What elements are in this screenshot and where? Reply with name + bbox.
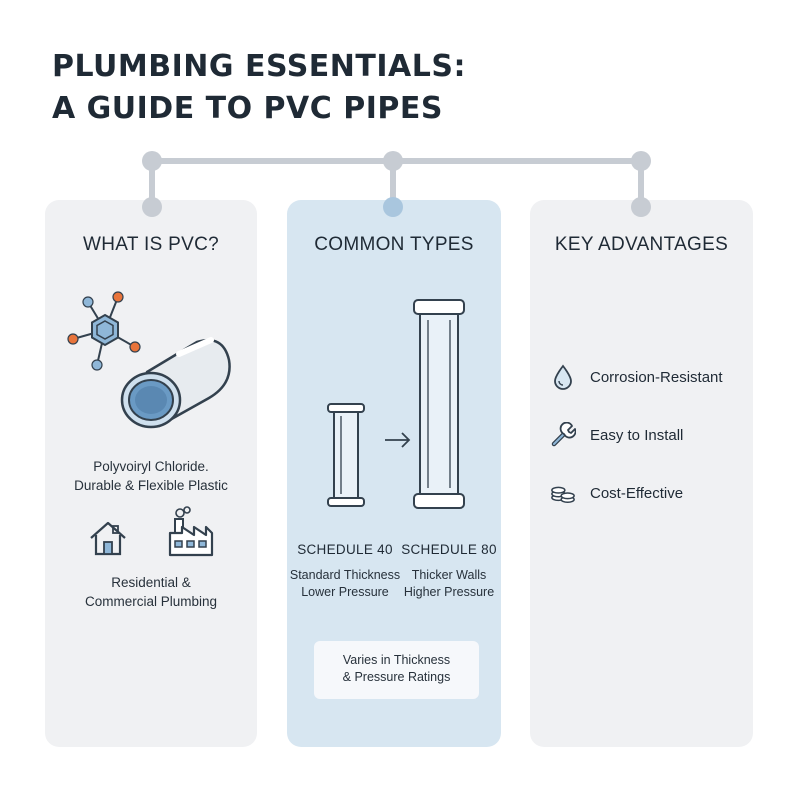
water-drop-icon: [554, 364, 572, 390]
connector-node-right-end: [631, 197, 651, 217]
pvc-description: Polyvoiryl Chloride. Durable & Flexible …: [45, 457, 257, 495]
schedule-80-desc-line-1: Thicker Walls: [411, 568, 487, 582]
advantage-label: Cost-Effective: [590, 484, 684, 502]
wrench-icon: [551, 422, 576, 447]
connector-node-left-top: [142, 151, 162, 171]
large-pipe-icon: [413, 299, 465, 509]
house-icon: [90, 521, 126, 556]
advantage-item-install: Easy to Install: [550, 422, 683, 448]
panel-common-types: COMMON TYPES SCHEDULE 40 Standard Thickn…: [287, 200, 501, 747]
thickness-note-line-2: & Pressure Ratings: [342, 670, 451, 684]
schedule-40-desc-line-1: Standard Thickness: [289, 568, 401, 582]
schedule-40-desc-line-2: Lower Pressure: [301, 585, 389, 599]
molecule-icon: [67, 291, 141, 371]
title-line-2: A GUIDE TO PVC PIPES: [52, 91, 443, 126]
title-line-1: PLUMBING ESSENTIALS:: [52, 49, 466, 84]
schedule-40-name: SCHEDULE 40: [297, 542, 393, 557]
schedule-80-desc-line-2: Higher Pressure: [403, 585, 495, 599]
connector-tree: [142, 151, 651, 207]
connector-node-mid-end: [383, 197, 403, 217]
coins-icon: [551, 486, 575, 504]
page-title: PLUMBING ESSENTIALS: A GUIDE TO PVC PIPE…: [52, 46, 466, 130]
factory-icon: [168, 506, 214, 557]
panel-heading-what-is-pvc: WHAT IS PVC?: [83, 234, 219, 255]
thickness-note: Varies in Thickness & Pressure Ratings: [314, 641, 479, 699]
panel-key-advantages: KEY ADVANTAGES Corrosion-Resistant Easy …: [530, 200, 753, 747]
advantage-item-corrosion: Corrosion-Resistant: [550, 364, 723, 390]
pvc-uses: Residential & Commercial Plumbing: [45, 573, 257, 611]
advantage-item-cost: Cost-Effective: [550, 480, 683, 506]
panel-heading-common-types: COMMON TYPES: [314, 234, 474, 255]
thickness-note-line-1: Varies in Thickness: [342, 653, 451, 667]
pipe-icon: [120, 337, 231, 429]
pvc-description-line-2: Durable & Flexible Plastic: [74, 478, 228, 493]
connector-node-right-top: [631, 151, 651, 171]
connector-node-mid-top: [383, 151, 403, 171]
arrow-right-icon: [385, 432, 411, 448]
connector-end-nodes: [142, 197, 651, 217]
schedule-80-name: SCHEDULE 80: [401, 542, 497, 557]
pvc-description-line-1: Polyvoiryl Chloride.: [93, 459, 209, 474]
connector-node-left-end: [142, 197, 162, 217]
panel-heading-key-advantages: KEY ADVANTAGES: [554, 234, 729, 255]
small-pipe-icon: [327, 403, 365, 507]
panel-what-is-pvc: WHAT IS PVC? Polyvoiryl Chloride. Durabl…: [45, 200, 257, 747]
advantage-label: Corrosion-Resistant: [590, 368, 723, 386]
pvc-uses-line-2: Commercial Plumbing: [84, 594, 218, 609]
schedule-40-description: Standard Thickness Lower Pressure: [287, 567, 403, 601]
pvc-uses-line-1: Residential &: [111, 575, 191, 590]
advantage-label: Easy to Install: [590, 426, 684, 444]
schedule-80-description: Thicker Walls Higher Pressure: [399, 567, 499, 601]
